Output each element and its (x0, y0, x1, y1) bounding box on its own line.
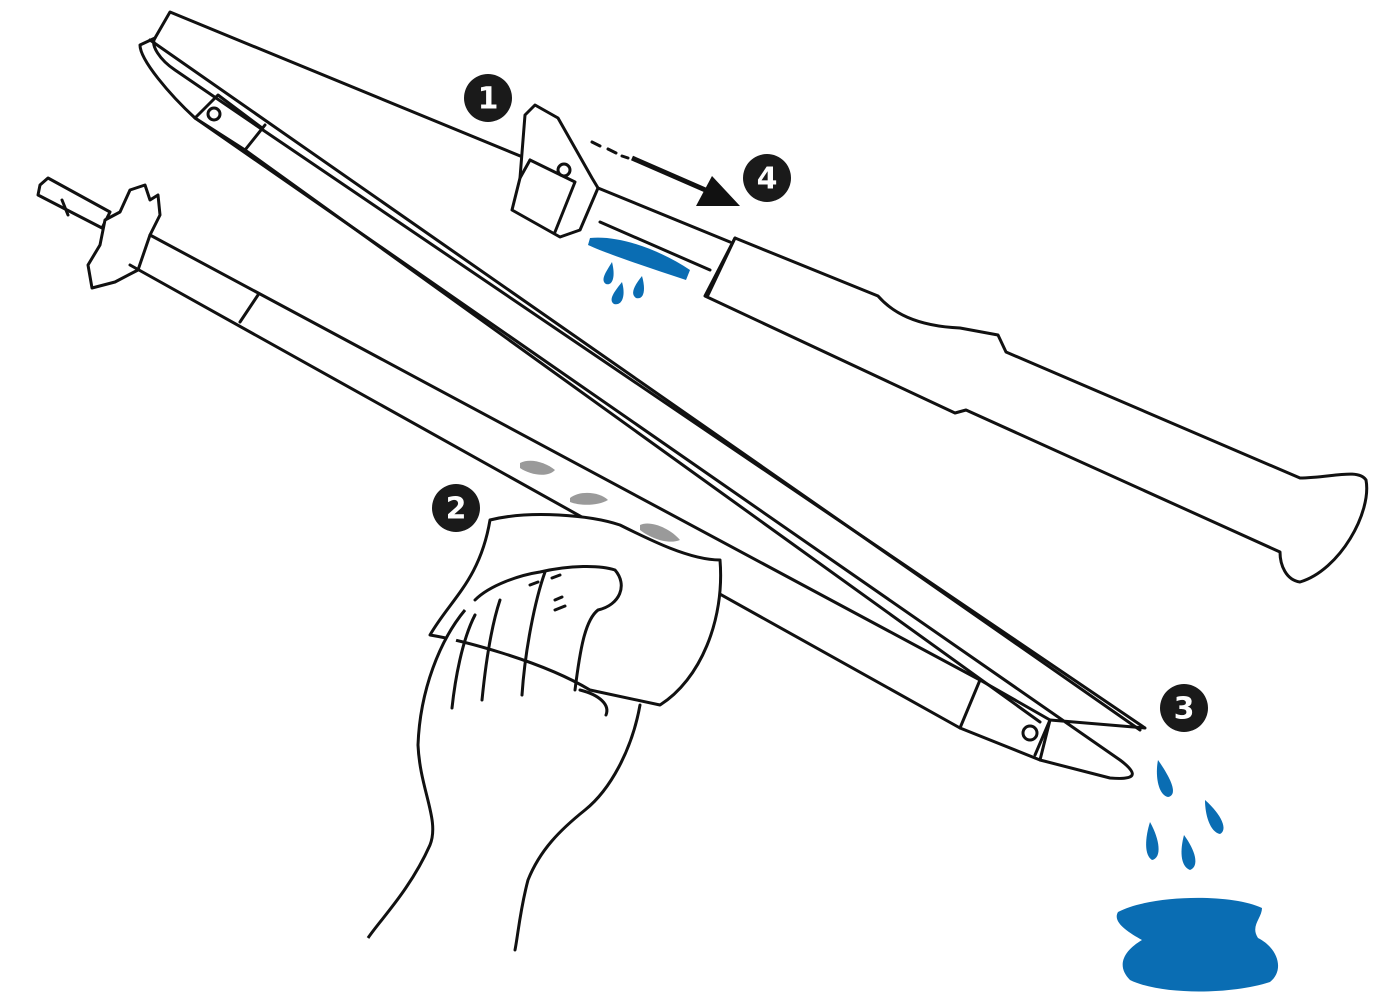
step-number: 2 (446, 492, 467, 527)
hand-with-cloth (366, 513, 723, 952)
water-drop-icon (1205, 800, 1224, 834)
handle-pole (153, 10, 1369, 584)
step-number: 3 (1174, 692, 1195, 727)
water (588, 237, 1279, 992)
step-number: 4 (757, 162, 778, 197)
puddle-icon (1116, 897, 1279, 992)
left-pole (36, 176, 1052, 762)
long-pole (138, 36, 1147, 780)
water-drop-icon (1156, 760, 1173, 797)
water-drop-icon (1181, 835, 1196, 870)
water-drop-icon (603, 262, 614, 285)
arrow-right-icon (590, 140, 740, 206)
step-number: 1 (478, 82, 499, 117)
step-badge-4: 4 (743, 154, 791, 202)
water-drop-icon (633, 276, 644, 299)
water-on-pole (588, 237, 690, 280)
step-badge-2: 2 (432, 484, 480, 532)
water-drop-icon (1146, 822, 1159, 860)
step-badge-1: 1 (464, 74, 512, 122)
water-drop-icon (611, 282, 624, 305)
dirt-smudges (520, 460, 680, 542)
step-badge-3: 3 (1160, 684, 1208, 732)
